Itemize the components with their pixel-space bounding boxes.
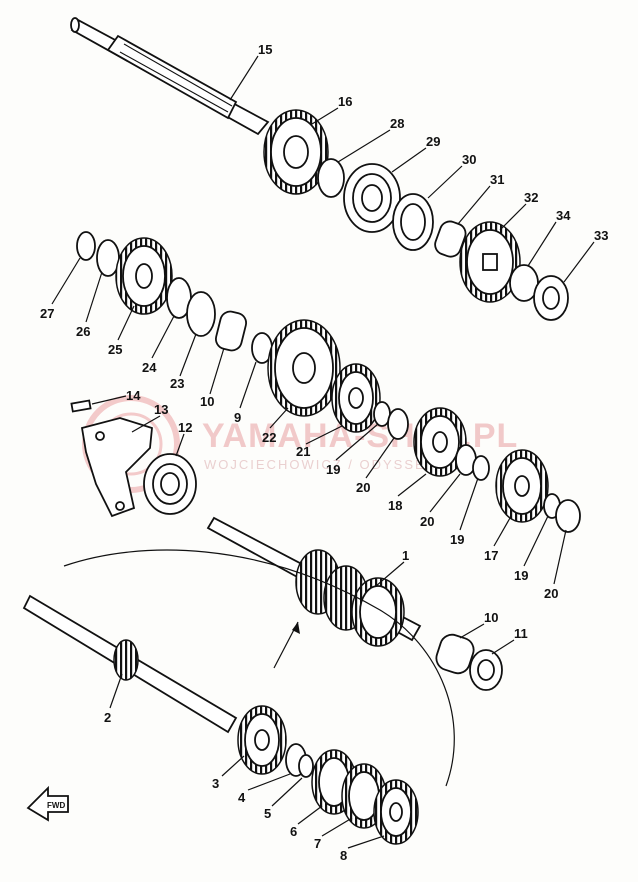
callout-6: 6	[290, 824, 297, 839]
callout-32: 32	[524, 190, 538, 205]
drive-axle-spline	[106, 34, 238, 120]
washer-28	[317, 158, 345, 198]
sprocket-32	[459, 221, 521, 303]
callout-2: 2	[104, 710, 111, 725]
callout-8: 8	[340, 848, 347, 863]
callout-33: 33	[594, 228, 608, 243]
gear-18	[413, 407, 467, 477]
bearing-29	[343, 163, 401, 233]
leader-lines	[51, 55, 595, 849]
callout-17: 17	[484, 548, 498, 563]
washer-20c	[555, 499, 581, 533]
callout-20-a: 20	[356, 480, 370, 495]
callout-19-c: 19	[514, 568, 528, 583]
callout-20-c: 20	[544, 586, 558, 601]
callout-22: 22	[262, 430, 276, 445]
callout-19-a: 19	[326, 462, 340, 477]
main-axle-gear-cluster	[295, 549, 405, 647]
callout-11: 11	[514, 626, 528, 641]
fwd-label: FWD	[47, 801, 65, 810]
callout-27: 27	[40, 306, 54, 321]
watermark-subtitle: WOJCIECHOWICZ / ODYSSEY	[204, 457, 436, 472]
callout-4: 4	[238, 790, 246, 805]
callout-34: 34	[556, 208, 571, 223]
group-bracket-line	[63, 549, 455, 787]
callout-26: 26	[76, 324, 90, 339]
callout-23: 23	[170, 376, 184, 391]
gear-8	[373, 779, 419, 845]
callout-5: 5	[264, 806, 271, 821]
callout-29: 29	[426, 134, 440, 149]
drive-axle-assembly	[70, 17, 569, 321]
axle-2-assembly	[22, 594, 419, 845]
middle-gear-row	[76, 231, 581, 533]
callout-25: 25	[108, 342, 122, 357]
callout-19-b: 19	[450, 532, 464, 547]
bearing-12	[143, 453, 197, 515]
gear-17	[495, 449, 549, 523]
fwd-arrow-icon: FWD	[26, 785, 69, 822]
callout-15: 15	[258, 42, 272, 57]
callout-10-lower: 10	[484, 610, 498, 625]
callout-30: 30	[462, 152, 476, 167]
callout-10-upper: 10	[200, 394, 214, 409]
axle-2-spline	[113, 639, 139, 681]
circlip-19b	[472, 455, 490, 481]
callout-24: 24	[142, 360, 157, 375]
callout-31: 31	[490, 172, 504, 187]
gear-22	[267, 319, 341, 417]
gear-25	[115, 237, 173, 315]
gear-21	[331, 363, 381, 433]
main-axle-assembly	[206, 516, 503, 691]
retainer-plate-13	[80, 417, 153, 518]
bushing-10	[215, 310, 247, 352]
screw-14	[70, 399, 92, 413]
callout-18: 18	[388, 498, 402, 513]
circlip-5	[298, 754, 314, 778]
callout-1: 1	[402, 548, 409, 563]
washer-20a	[387, 408, 409, 440]
circlip-27	[76, 231, 96, 261]
callout-12: 12	[178, 420, 192, 435]
callout-20-b: 20	[420, 514, 434, 529]
washer-23	[186, 291, 216, 337]
callout-21: 21	[296, 444, 310, 459]
callout-16: 16	[338, 94, 352, 109]
gear-3	[237, 705, 287, 775]
callout-numbers: 15 16 28 29 30 31 32 34 33 27 26 25 24 2…	[40, 42, 608, 863]
bushing-10b	[435, 633, 475, 675]
callout-28: 28	[390, 116, 404, 131]
callout-14: 14	[126, 388, 141, 403]
bearing-retainer-group	[70, 399, 197, 518]
callout-7: 7	[314, 836, 321, 851]
gear-16	[263, 109, 329, 195]
callout-13: 13	[154, 402, 168, 417]
callout-9: 9	[234, 410, 241, 425]
callout-3: 3	[212, 776, 219, 791]
